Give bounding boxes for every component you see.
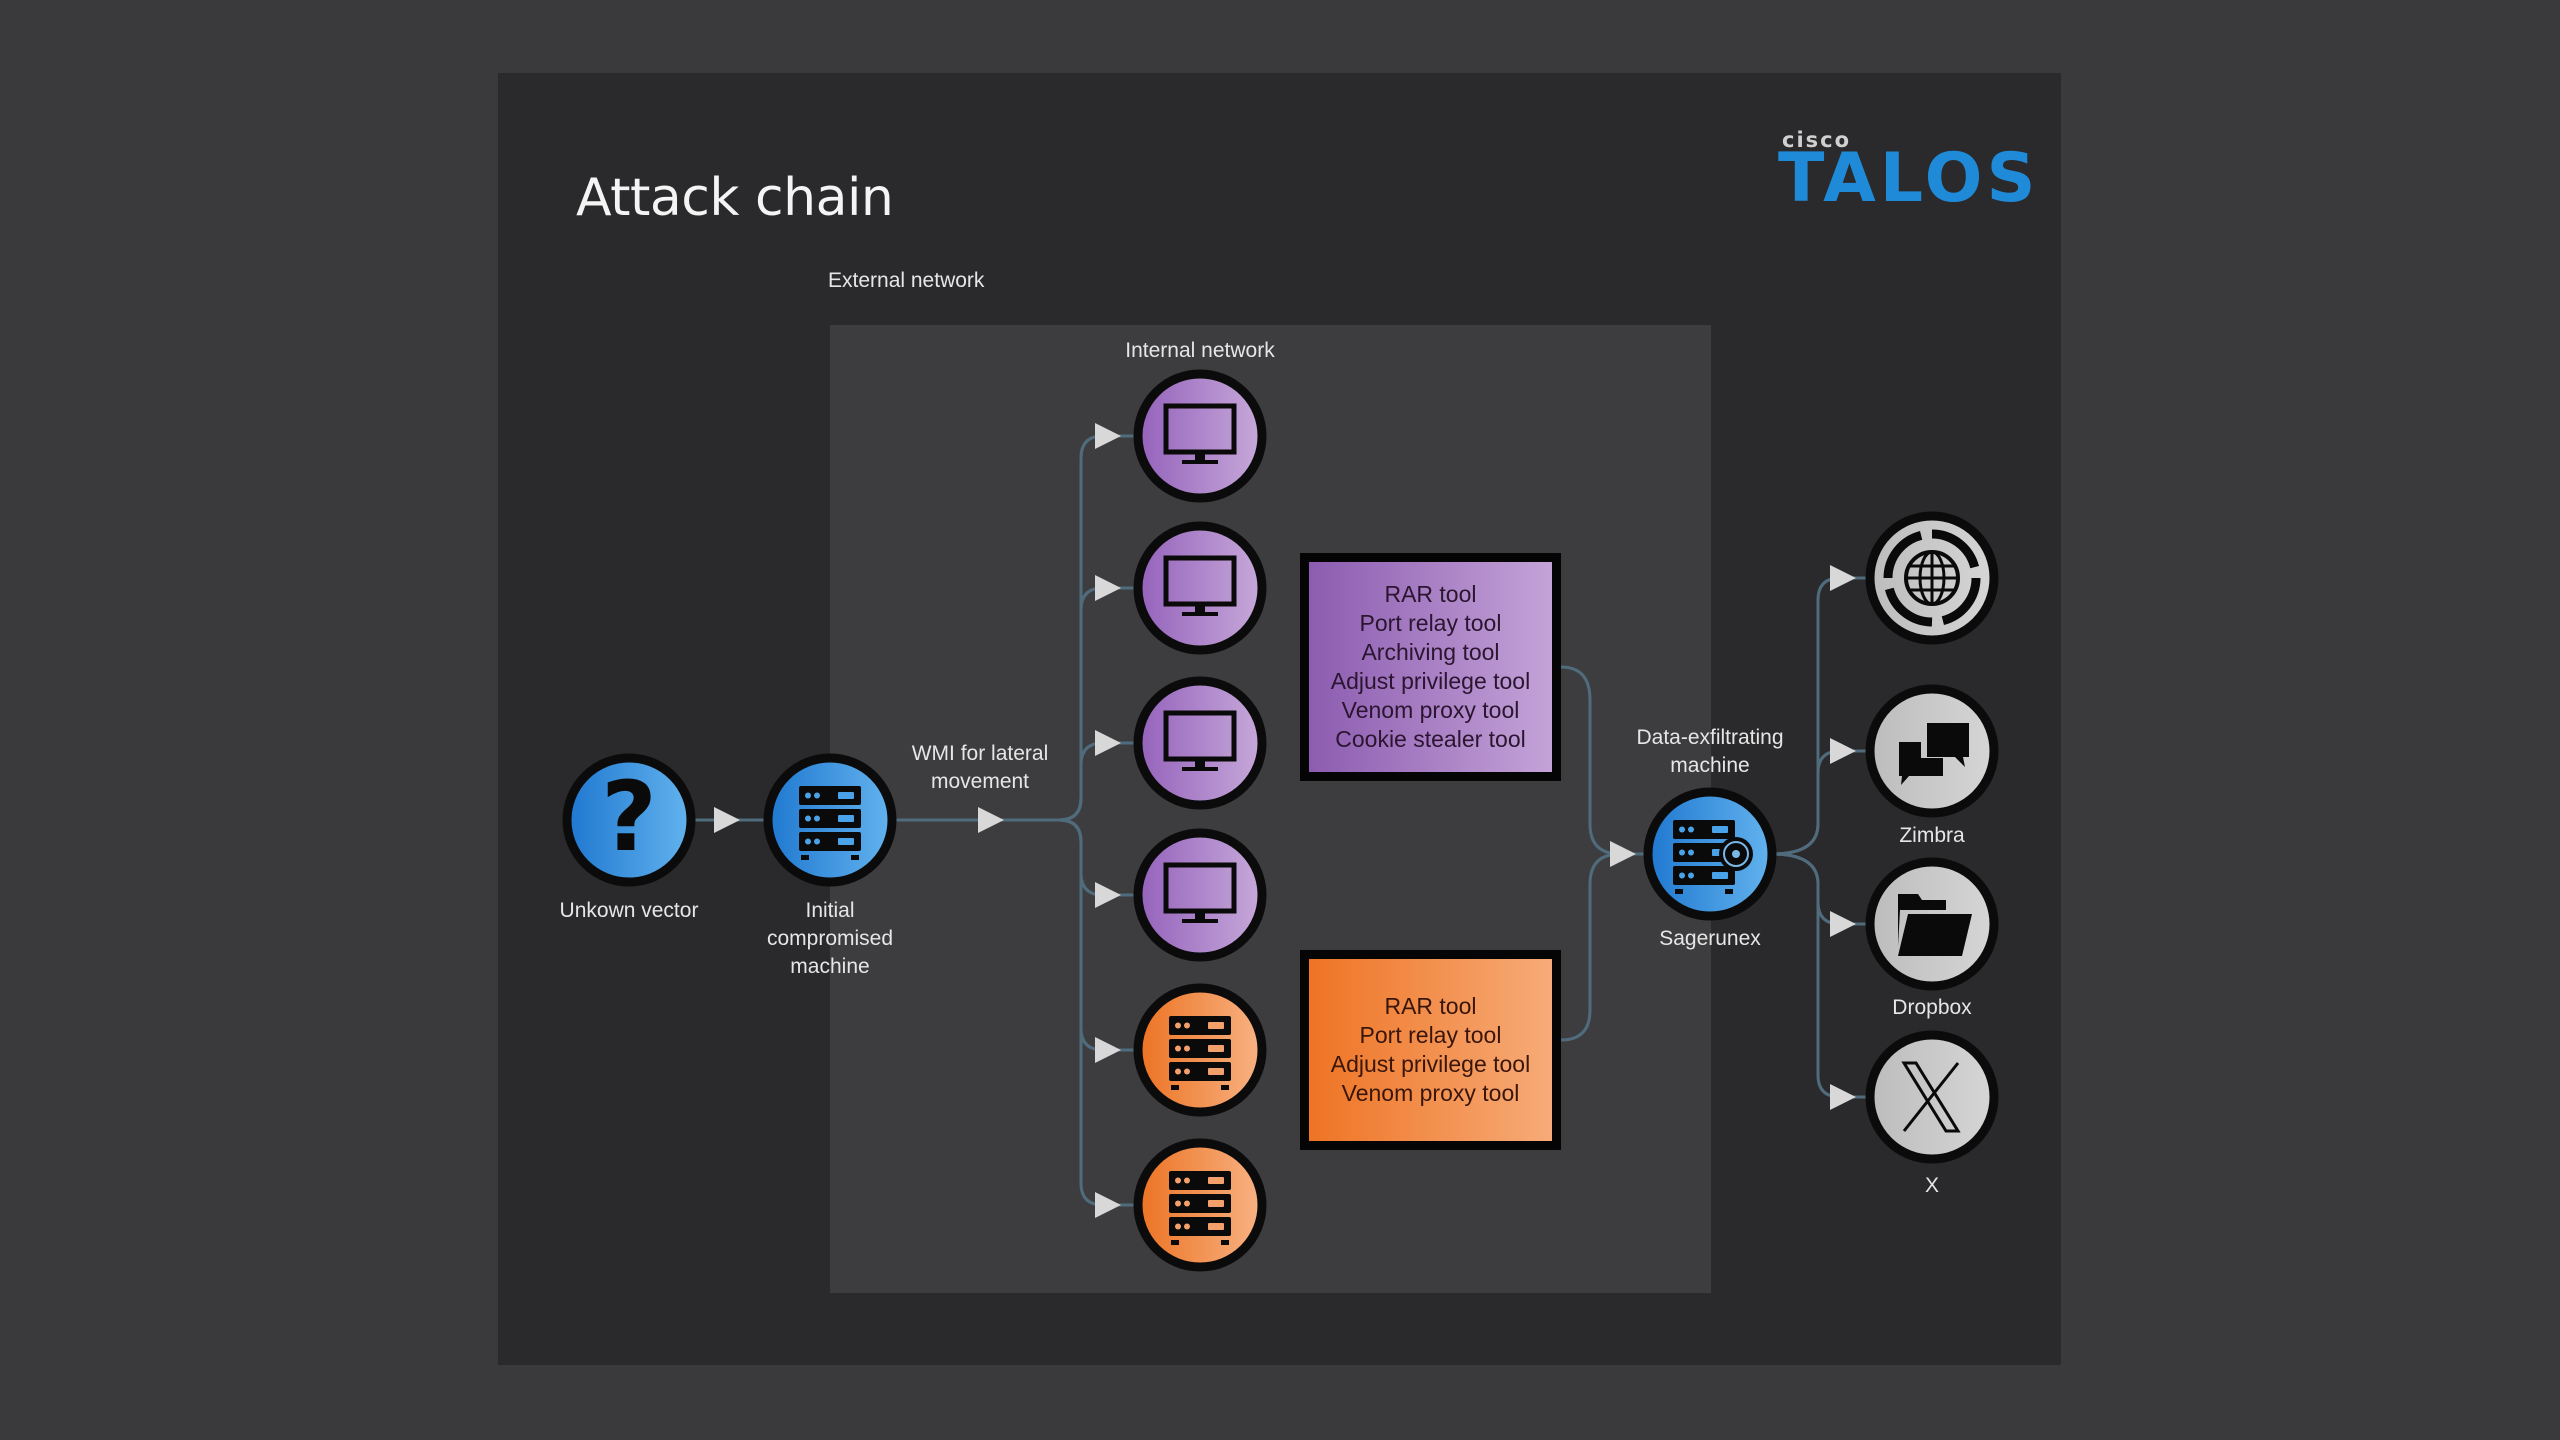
workstation-tool-item: Venom proxy tool [1341, 697, 1520, 723]
destination-node-3 [1865, 857, 1999, 991]
arrow-head [1095, 423, 1121, 449]
monitor-icon [1163, 710, 1237, 771]
internal-host-node-2-circle [1133, 521, 1267, 655]
internal-host-node-5 [1133, 983, 1267, 1117]
arrow-head [978, 807, 1004, 833]
arrow-head [1830, 565, 1856, 591]
globe-icon [1883, 529, 1981, 627]
unknown-vector-node-circle [562, 753, 696, 887]
zimbra-label: Zimbra [1899, 824, 1965, 847]
internal-host-node-4-circle [1133, 828, 1267, 962]
connector-to-host-6 [1058, 818, 1138, 1207]
monitor-icon [1163, 862, 1237, 923]
arrow-head [1095, 575, 1121, 601]
workstation-tool-item: Archiving tool [1361, 639, 1500, 665]
initial-machine-label: Initial compromised machine [730, 897, 930, 981]
internal-host-node-2 [1133, 521, 1267, 655]
exfil-label-line2: machine [1670, 754, 1750, 777]
arrow-head [1095, 1192, 1121, 1218]
internal-host-node-1-circle [1133, 369, 1267, 503]
chat-icon [1899, 723, 1969, 785]
server-icon [1169, 1171, 1231, 1245]
arrow-head [1830, 1084, 1856, 1110]
server-tool-item: Port relay tool [1359, 1022, 1502, 1048]
connector-to-destination-4 [1771, 852, 1870, 1099]
sagerunex-node [1643, 787, 1777, 921]
server-icon [1169, 1016, 1231, 1090]
unknown-vector-node: ? [562, 753, 696, 887]
cisco-logo-text: cisco [1782, 128, 1852, 152]
workstation-tool-item: Port relay tool [1359, 610, 1502, 636]
sagerunex-label: Sagerunex [1659, 927, 1761, 950]
monitor-icon [1163, 555, 1237, 616]
internal-host-node-1 [1133, 369, 1267, 503]
arrow-head [1830, 738, 1856, 764]
destination-node-1 [1865, 511, 1999, 645]
connector-to-host-5 [1058, 818, 1138, 1052]
arrow-head [1830, 911, 1856, 937]
connector-to-destination-1 [1771, 576, 1870, 856]
internal-host-node-3 [1133, 676, 1267, 810]
external-network-label: External network [828, 269, 985, 292]
biohazard-server-icon [1673, 820, 1753, 894]
lateral-movement-line1: WMI for lateral [911, 742, 1049, 765]
x-logo-icon [1901, 1061, 1961, 1133]
connector-workstation-tools-to-sagerunex [1560, 665, 1648, 856]
lateral-movement-line2: movement [930, 770, 1030, 793]
connector-to-destination-3 [1771, 852, 1870, 926]
lateral-movement-label: WMI for lateral movement [880, 740, 1080, 796]
server-tool-item: RAR tool [1384, 993, 1477, 1019]
internal-host-node-4 [1133, 828, 1267, 962]
x-label: X [1924, 1174, 1939, 1197]
monitor-icon [1163, 403, 1237, 464]
arrow-head [1610, 841, 1636, 867]
initial-machine-label-line3: machine [790, 955, 870, 978]
workstation-tool-item: Adjust privilege tool [1330, 668, 1531, 694]
arrow-head [1095, 730, 1121, 756]
arrow-head [1095, 1037, 1121, 1063]
question-mark-icon: ? [601, 761, 657, 873]
internal-network-zone [830, 325, 1711, 1293]
exfil-machine-label: Data-exfiltrating machine [1610, 724, 1810, 780]
server-tool-item: Venom proxy tool [1341, 1080, 1520, 1106]
destination-node-2 [1865, 684, 1999, 818]
internal-network-label: Internal network [1125, 339, 1275, 362]
talos-logo: Talos [1778, 139, 2040, 218]
arrow-head [714, 807, 740, 833]
initial-machine-label-line1: Initial [805, 899, 855, 922]
unknown-vector-label: Unkown vector [559, 899, 699, 922]
destination-node-4 [1865, 1030, 1999, 1164]
workstation-tool-item: Cookie stealer tool [1335, 726, 1526, 752]
page-title: Attack chain [576, 168, 894, 228]
connector-to-host-3 [1058, 741, 1138, 822]
internal-host-node-6 [1133, 1138, 1267, 1272]
arrow-head [1095, 882, 1121, 908]
folder-icon [1898, 894, 1972, 956]
initial-machine-node [763, 753, 897, 887]
dropbox-label: Dropbox [1892, 996, 1972, 1019]
server-tool-item: Adjust privilege tool [1330, 1051, 1531, 1077]
exfil-label-line1: Data-exfiltrating [1636, 726, 1784, 749]
server-icon [799, 786, 861, 860]
internal-host-node-3-circle [1133, 676, 1267, 810]
connector-server-tools-to-sagerunex [1560, 852, 1621, 1042]
workstation-tool-item: RAR tool [1384, 581, 1477, 607]
initial-machine-label-line2: compromised [766, 927, 894, 950]
